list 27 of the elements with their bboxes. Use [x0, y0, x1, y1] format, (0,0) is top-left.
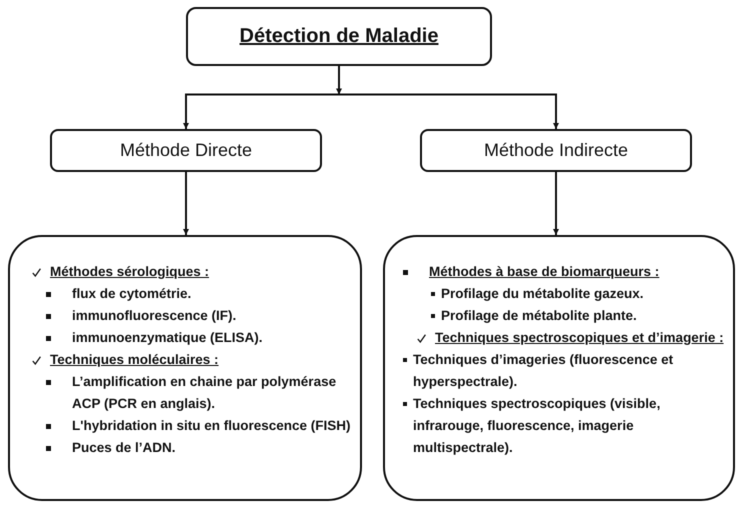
list-heading: Méthodes sérologiques :	[50, 263, 210, 281]
list-item: Profilage du métabolite gazeux.	[441, 285, 644, 303]
list-item: immunofluorescence (IF).	[72, 307, 236, 325]
list-heading: Techniques spectroscopiques et d’imagerie :	[435, 329, 724, 347]
box-label: Méthode Indirecte	[484, 140, 628, 161]
list-heading: Techniques moléculaires :	[50, 351, 219, 369]
rounded-list-box	[383, 235, 735, 501]
process-box	[420, 129, 692, 172]
list-item: flux de cytométrie.	[72, 285, 192, 303]
list-item: L’amplification en chaine par polymérase ACP (PCR en anglais).	[72, 373, 338, 413]
arrow	[339, 94, 559, 129]
list-item: Profilage de métabolite plante.	[441, 307, 637, 325]
process-box	[186, 7, 492, 66]
list-item: Puces de l’ADN.	[72, 439, 176, 457]
arrow	[183, 172, 189, 235]
process-box	[50, 129, 322, 172]
arrow	[553, 172, 559, 235]
list-item: L'hybridation in situ en fluorescence (FISH)	[72, 417, 350, 435]
box-label: Méthode Directe	[120, 140, 252, 161]
list-item: immunoenzymatique (ELISA).	[72, 329, 263, 347]
title-text: Détection de Maladie	[240, 25, 438, 48]
list-item: Techniques d’imageries (fluorescence et hyperspectrale).	[413, 351, 674, 391]
arrow	[183, 94, 339, 129]
list-item: Techniques spectroscopiques (visible, infrarouge, fluorescence, imagerie multispectrale).	[413, 395, 662, 457]
rounded-list-box	[8, 235, 362, 501]
list-heading: Méthodes à base de biomarqueurs :	[429, 263, 660, 281]
arrow	[336, 66, 342, 94]
